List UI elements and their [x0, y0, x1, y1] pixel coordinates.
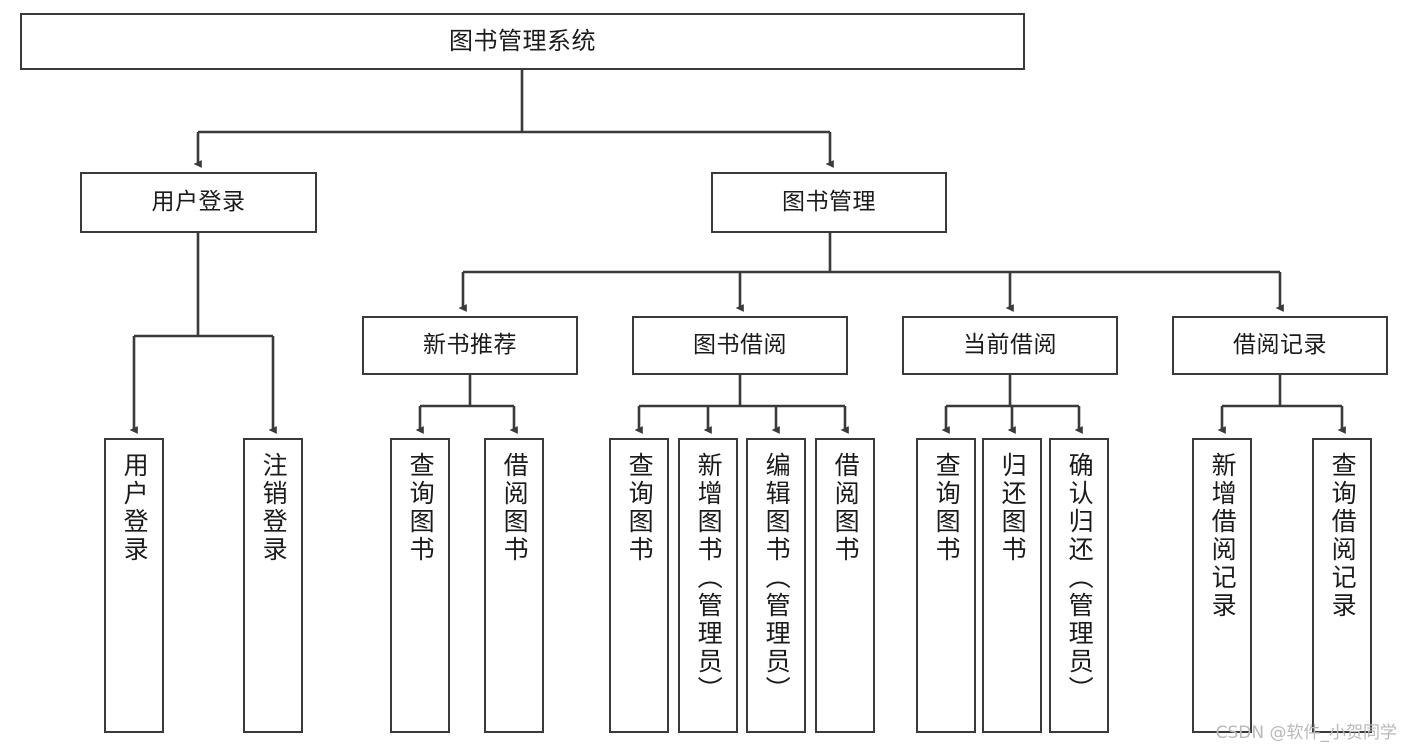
node-current-borrow-label: 当前借阅 — [963, 331, 1057, 358]
node-leaf-add-record[interactable]: 新增借阅记录 — [1192, 438, 1252, 733]
node-leaf-confirm-return[interactable]: 确认归还（管理员） — [1049, 438, 1109, 733]
node-leaf-user-logout[interactable]: 注销登录 — [243, 438, 303, 733]
node-leaf-edit-book-label: 编辑图书（管理员） — [762, 452, 792, 704]
node-root-label: 图书管理系统 — [449, 27, 596, 56]
node-book-manage-label: 图书管理 — [782, 188, 876, 215]
node-leaf-user-login-label: 用户登录 — [120, 452, 150, 564]
node-leaf-query-book-2-label: 查询图书 — [625, 452, 655, 564]
node-new-book-recommend[interactable]: 新书推荐 — [362, 316, 578, 375]
node-root[interactable]: 图书管理系统 — [20, 13, 1025, 70]
node-borrow-record[interactable]: 借阅记录 — [1172, 316, 1388, 375]
node-leaf-borrow-book-1-label: 借阅图书 — [500, 452, 530, 564]
node-leaf-add-book[interactable]: 新增图书（管理员） — [678, 438, 738, 733]
node-leaf-query-book-2[interactable]: 查询图书 — [609, 438, 669, 733]
node-leaf-query-record[interactable]: 查询借阅记录 — [1312, 438, 1372, 733]
node-leaf-user-logout-label: 注销登录 — [259, 452, 289, 564]
node-current-borrow[interactable]: 当前借阅 — [902, 316, 1118, 375]
node-leaf-return-book-label: 归还图书 — [998, 452, 1028, 564]
node-leaf-borrow-book-2[interactable]: 借阅图书 — [815, 438, 875, 733]
node-leaf-edit-book[interactable]: 编辑图书（管理员） — [746, 438, 806, 733]
node-leaf-query-book-1[interactable]: 查询图书 — [390, 438, 450, 733]
node-leaf-query-book-3[interactable]: 查询图书 — [916, 438, 976, 733]
node-leaf-borrow-book-2-label: 借阅图书 — [831, 452, 861, 564]
node-new-book-recommend-label: 新书推荐 — [423, 331, 517, 358]
node-leaf-query-record-label: 查询借阅记录 — [1328, 452, 1358, 620]
node-leaf-borrow-book-1[interactable]: 借阅图书 — [484, 438, 544, 733]
node-borrow-record-label: 借阅记录 — [1233, 331, 1327, 358]
node-user-login[interactable]: 用户登录 — [80, 172, 317, 233]
watermark-text: CSDN @软件_小贺同学 — [1215, 723, 1397, 743]
node-leaf-add-record-label: 新增借阅记录 — [1208, 452, 1238, 620]
node-user-login-label: 用户登录 — [151, 188, 246, 215]
node-leaf-add-book-label: 新增图书（管理员） — [694, 452, 724, 704]
node-leaf-confirm-return-label: 确认归还（管理员） — [1065, 452, 1095, 704]
node-book-borrow-label: 图书借阅 — [693, 331, 787, 358]
node-leaf-query-book-3-label: 查询图书 — [932, 452, 962, 564]
node-leaf-user-login[interactable]: 用户登录 — [104, 438, 164, 733]
node-book-manage[interactable]: 图书管理 — [711, 172, 947, 233]
node-book-borrow[interactable]: 图书借阅 — [632, 316, 848, 375]
node-leaf-return-book[interactable]: 归还图书 — [982, 438, 1042, 733]
node-leaf-query-book-1-label: 查询图书 — [406, 452, 436, 564]
